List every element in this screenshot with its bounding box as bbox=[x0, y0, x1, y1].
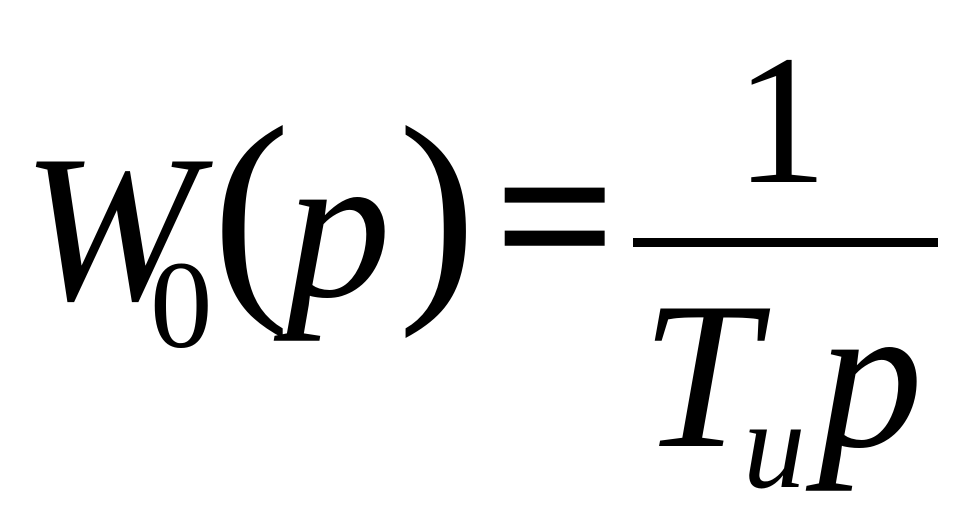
function-symbol-w: W bbox=[22, 113, 197, 345]
denominator-symbol-t: T bbox=[641, 260, 758, 492]
denominator-variable-p: p bbox=[818, 260, 923, 492]
equals-sign: = bbox=[494, 96, 617, 335]
argument-p: p bbox=[286, 110, 391, 342]
fraction-bar bbox=[633, 238, 938, 247]
denominator-subscript-u: u bbox=[743, 377, 806, 515]
function-subscript-zero: 0 bbox=[150, 237, 213, 375]
open-parenthesis: ( bbox=[212, 79, 291, 339]
fraction-numerator: 1 bbox=[735, 18, 828, 223]
close-parenthesis: ) bbox=[398, 79, 477, 339]
